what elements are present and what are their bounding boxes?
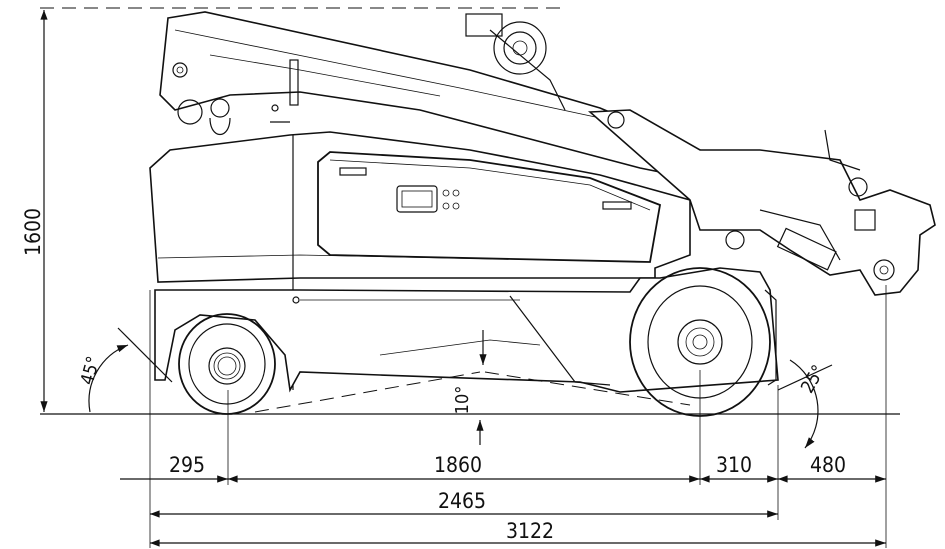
boom-overhang-label: 480: [810, 453, 846, 477]
machine-outline: [149, 11, 936, 393]
rear-overhang-label: 295: [169, 453, 205, 477]
departure-angle-arc: [789, 359, 819, 449]
approach-angle-line: [117, 327, 173, 383]
approach-angle-label: 45°: [77, 354, 105, 387]
ramp-line-front: [484, 371, 691, 406]
approach-angle-arc: [88, 344, 129, 413]
front-overhang-label: 310: [716, 453, 752, 477]
total-length-label: 3122: [506, 519, 554, 543]
ramp-line-rear: [254, 371, 481, 413]
ramp-angle-label: 10°: [452, 386, 473, 415]
height-dim-label: 1600: [21, 208, 45, 256]
wheelbase-label: 1860: [434, 453, 482, 477]
departure-angle-label: 25°: [797, 362, 830, 397]
body-length-label: 2465: [438, 489, 486, 513]
departure-angle-line: [777, 364, 833, 391]
rear-wheel: [178, 313, 276, 415]
